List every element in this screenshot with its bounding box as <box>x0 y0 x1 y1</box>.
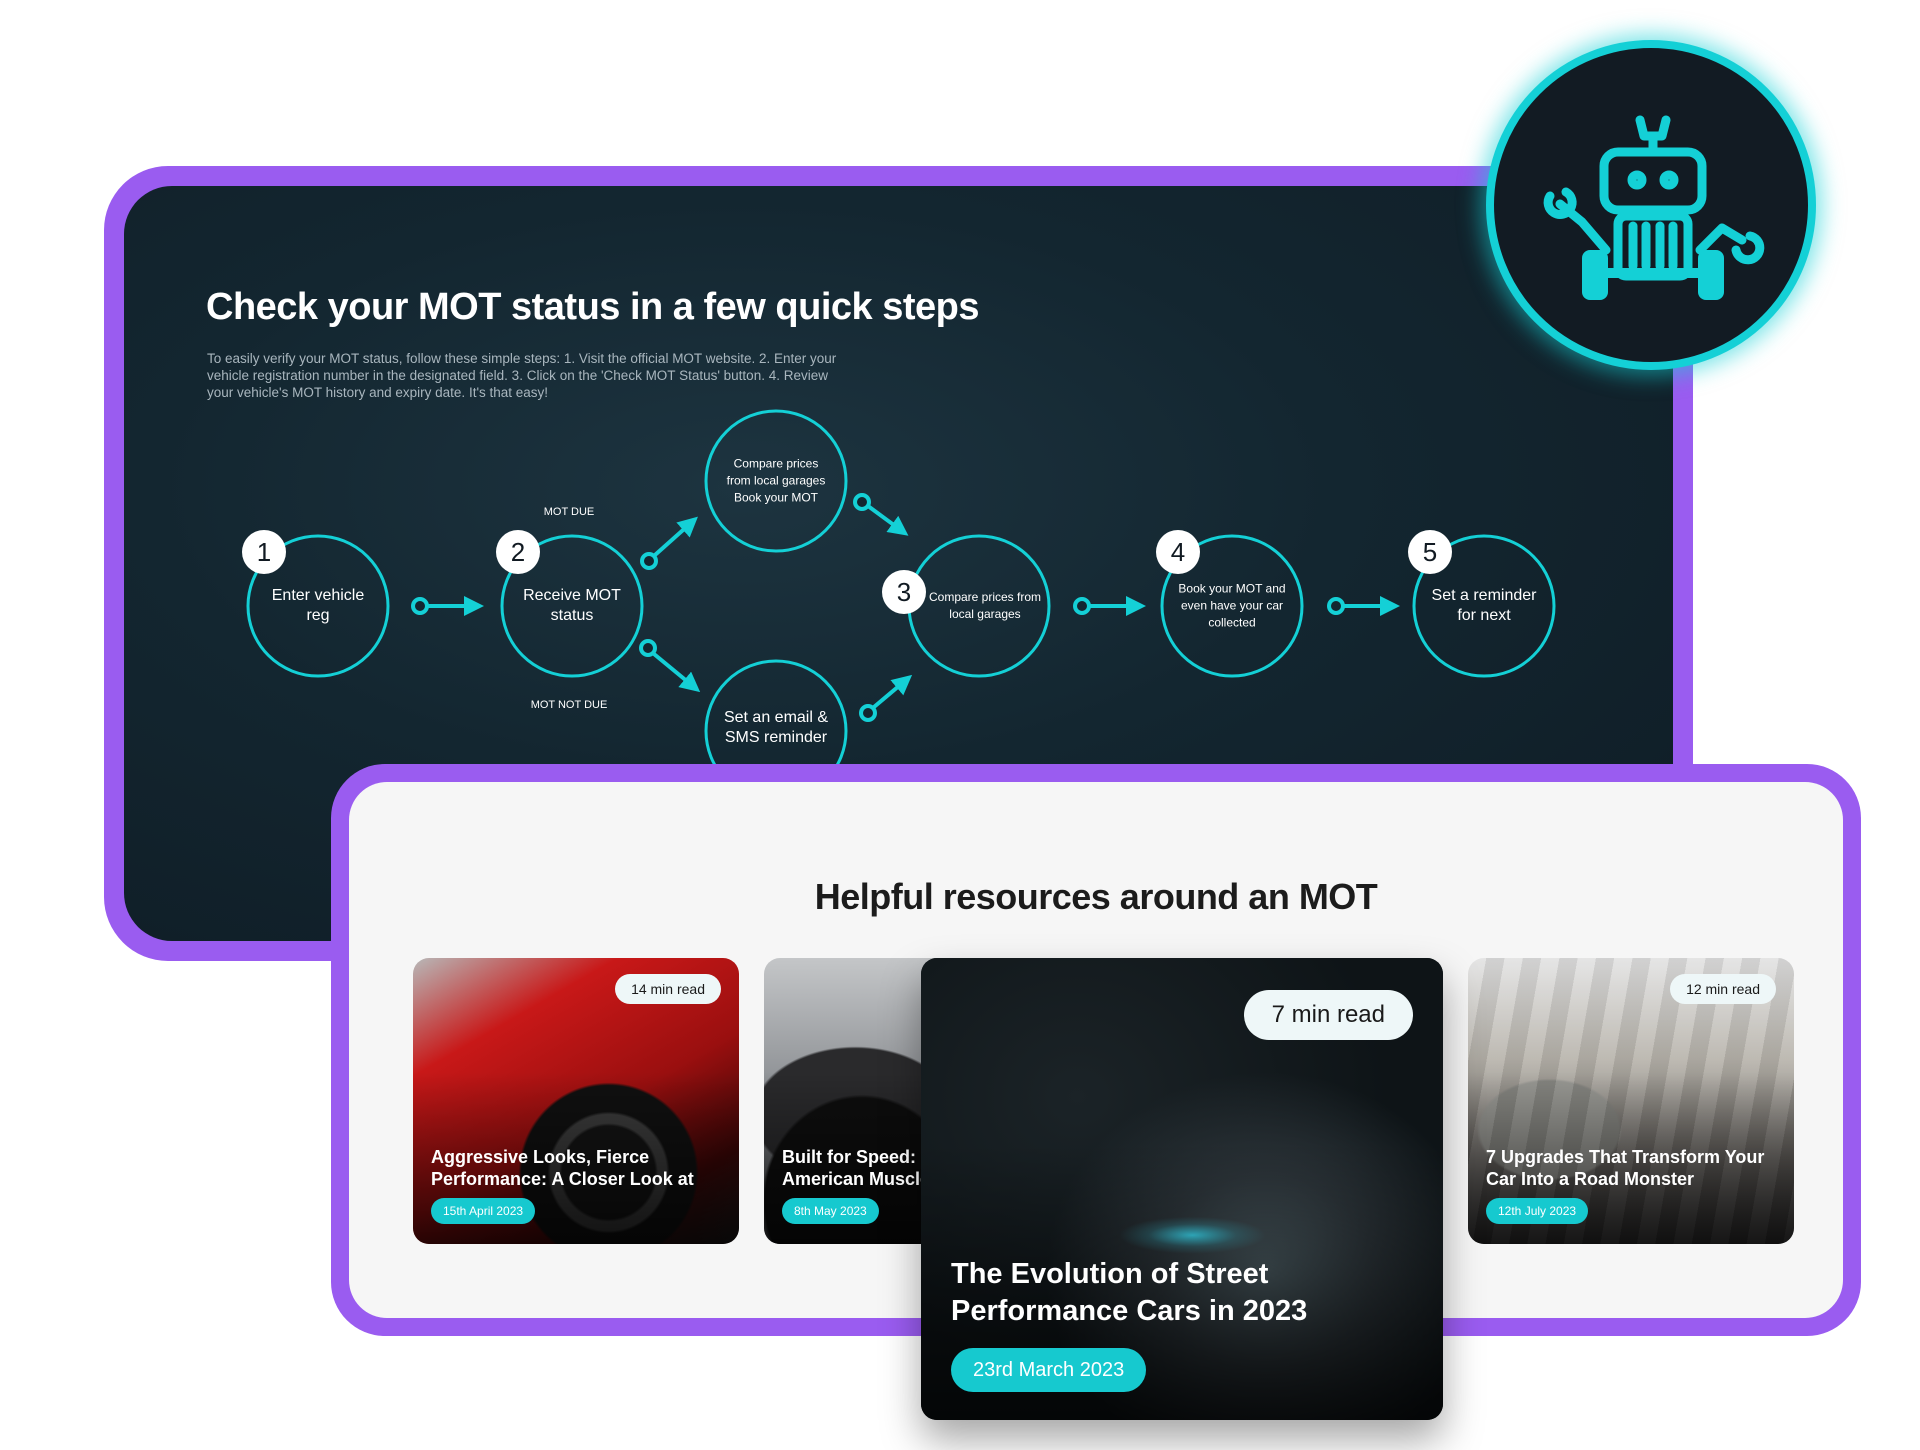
steps-title: Check your MOT status in a few quick ste… <box>206 286 979 328</box>
step-3-number: 3 <box>882 570 926 614</box>
step-2-circle <box>500 534 644 678</box>
step-2-label: Receive MOT status <box>523 587 621 624</box>
step-2-number: 2 <box>496 530 540 574</box>
read-time-badge: 12 min read <box>1670 974 1776 1004</box>
article-date-badge: 15th April 2023 <box>431 1198 536 1224</box>
step-1-label: Enter vehicle reg <box>271 587 365 624</box>
step-4-label: Book your MOT and even have your car col… <box>1178 581 1286 630</box>
step-4-circle <box>1160 534 1304 678</box>
step-1-number: 1 <box>242 530 286 574</box>
article-title: Built for Speed: T American Muscle <box>782 1147 932 1189</box>
arrow-down-3 <box>872 674 913 709</box>
read-time-badge: 14 min read <box>615 974 721 1004</box>
step-5-label: Set a reminder for next <box>1431 587 1537 624</box>
arrow-2-up <box>653 516 698 557</box>
article-card-featured[interactable]: 7 min read The Evolution of Street Perfo… <box>921 958 1443 1420</box>
robot-badge <box>1486 40 1816 370</box>
article-card-4[interactable]: 12 min read 7 Upgrades That Transform Yo… <box>1468 958 1794 1244</box>
reminder-branch-label: Set an email & SMS reminder <box>723 709 829 746</box>
article-title: Aggressive Looks, Fierce Performance: A … <box>431 1147 694 1189</box>
steps-flow-diagram <box>246 409 1556 803</box>
compare-branch-circle <box>704 409 848 553</box>
article-date-badge: 23rd March 2023 <box>951 1348 1147 1392</box>
article-date-badge: 8th May 2023 <box>782 1198 879 1224</box>
compare-branch-label: Compare prices from local garages Book y… <box>726 456 826 505</box>
steps-description: To easily verify your MOT status, follow… <box>207 351 837 400</box>
mot-due-label: MOT DUE <box>543 506 595 518</box>
article-title: 7 Upgrades That Transform Your Car Into … <box>1486 1147 1765 1189</box>
article-date-badge: 12th July 2023 <box>1486 1198 1589 1224</box>
step-5-circle <box>1412 534 1556 678</box>
arrow-2-down <box>652 652 701 693</box>
step-4-number: 4 <box>1156 530 1200 574</box>
mot-not-due-label: MOT NOT DUE <box>530 699 608 711</box>
arrow-up-3 <box>866 504 909 536</box>
step-3-label: Compare prices from local garages <box>928 590 1042 621</box>
article-title: The Evolution of Street Performance Cars… <box>951 1258 1308 1327</box>
robot-mechanic-icon <box>1543 115 1765 300</box>
read-time-badge: 7 min read <box>1243 990 1413 1040</box>
resources-title: Helpful resources around an MOT <box>814 876 1378 917</box>
step-5-number: 5 <box>1408 530 1452 574</box>
step-1-circle <box>246 534 390 678</box>
article-card-1[interactable]: 14 min read Aggressive Looks, Fierce Per… <box>413 958 739 1244</box>
